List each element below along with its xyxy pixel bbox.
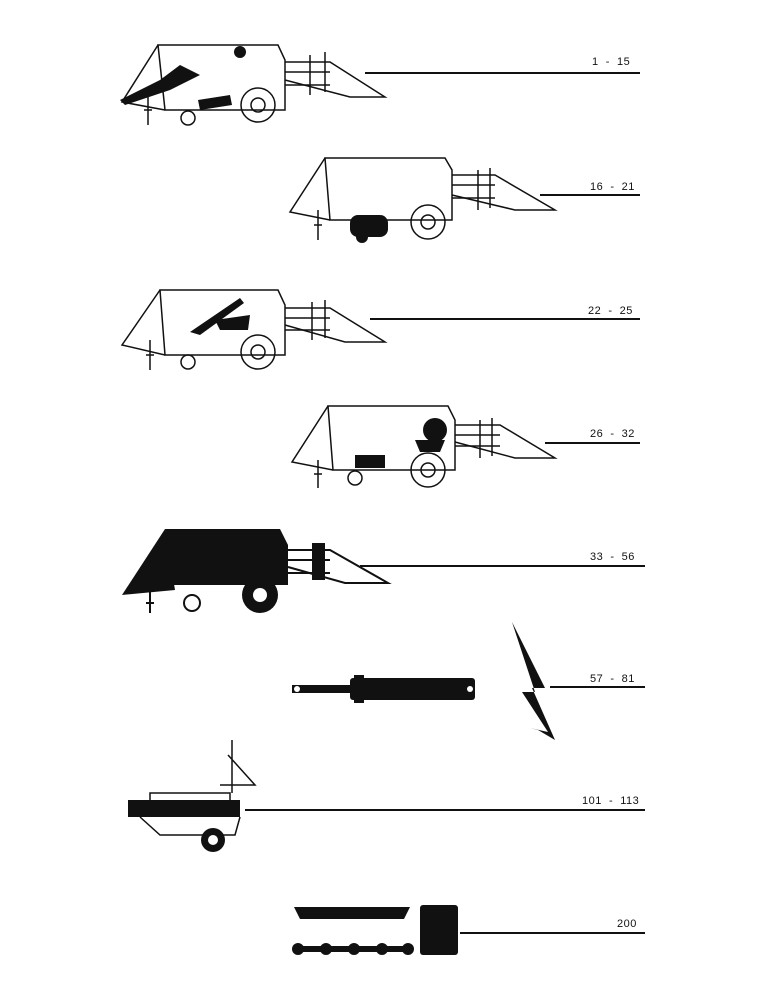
hydraulic-cylinder-electrical-icon: [292, 622, 555, 740]
leader-line: [460, 932, 645, 934]
leader-line: [545, 442, 640, 444]
baler-chamber-icon: [288, 157, 558, 243]
baler-knotter-icon: [120, 44, 388, 126]
page-range-label: 33 - 56: [590, 551, 635, 563]
accessories-chain-icon: [292, 905, 458, 955]
page-range-label: 22 - 25: [588, 305, 633, 317]
baler-complete-icon: [122, 529, 392, 613]
leader-line: [360, 565, 645, 567]
section-row-7[interactable]: 101 - 113: [0, 735, 772, 865]
baler-pickup-icon: [290, 405, 558, 488]
section-row-2[interactable]: 16 - 21: [0, 140, 772, 260]
section-row-1[interactable]: 1 - 15: [0, 0, 772, 140]
leader-line: [365, 72, 640, 74]
leader-line: [550, 686, 645, 688]
page-range-label: 26 - 32: [590, 428, 635, 440]
leader-line: [540, 194, 640, 196]
page-range-label: 16 - 21: [590, 181, 635, 193]
page-range-label: 1 - 15: [592, 56, 631, 68]
page-range-label: 57 - 81: [590, 673, 635, 685]
section-row-3[interactable]: 22 - 25: [0, 260, 772, 390]
leader-line: [245, 809, 645, 811]
bale-accumulator-icon: [128, 740, 257, 852]
leader-line: [370, 318, 640, 320]
page-range-label: 200: [617, 918, 637, 930]
section-row-4[interactable]: 26 - 32: [0, 390, 772, 500]
baler-plunger-icon: [120, 289, 388, 370]
section-row-8[interactable]: 200: [0, 895, 772, 965]
section-row-5[interactable]: 33 - 56: [0, 515, 772, 625]
section-row-6[interactable]: 57 - 81: [0, 620, 772, 750]
page-range-label: 101 - 113: [582, 795, 640, 807]
